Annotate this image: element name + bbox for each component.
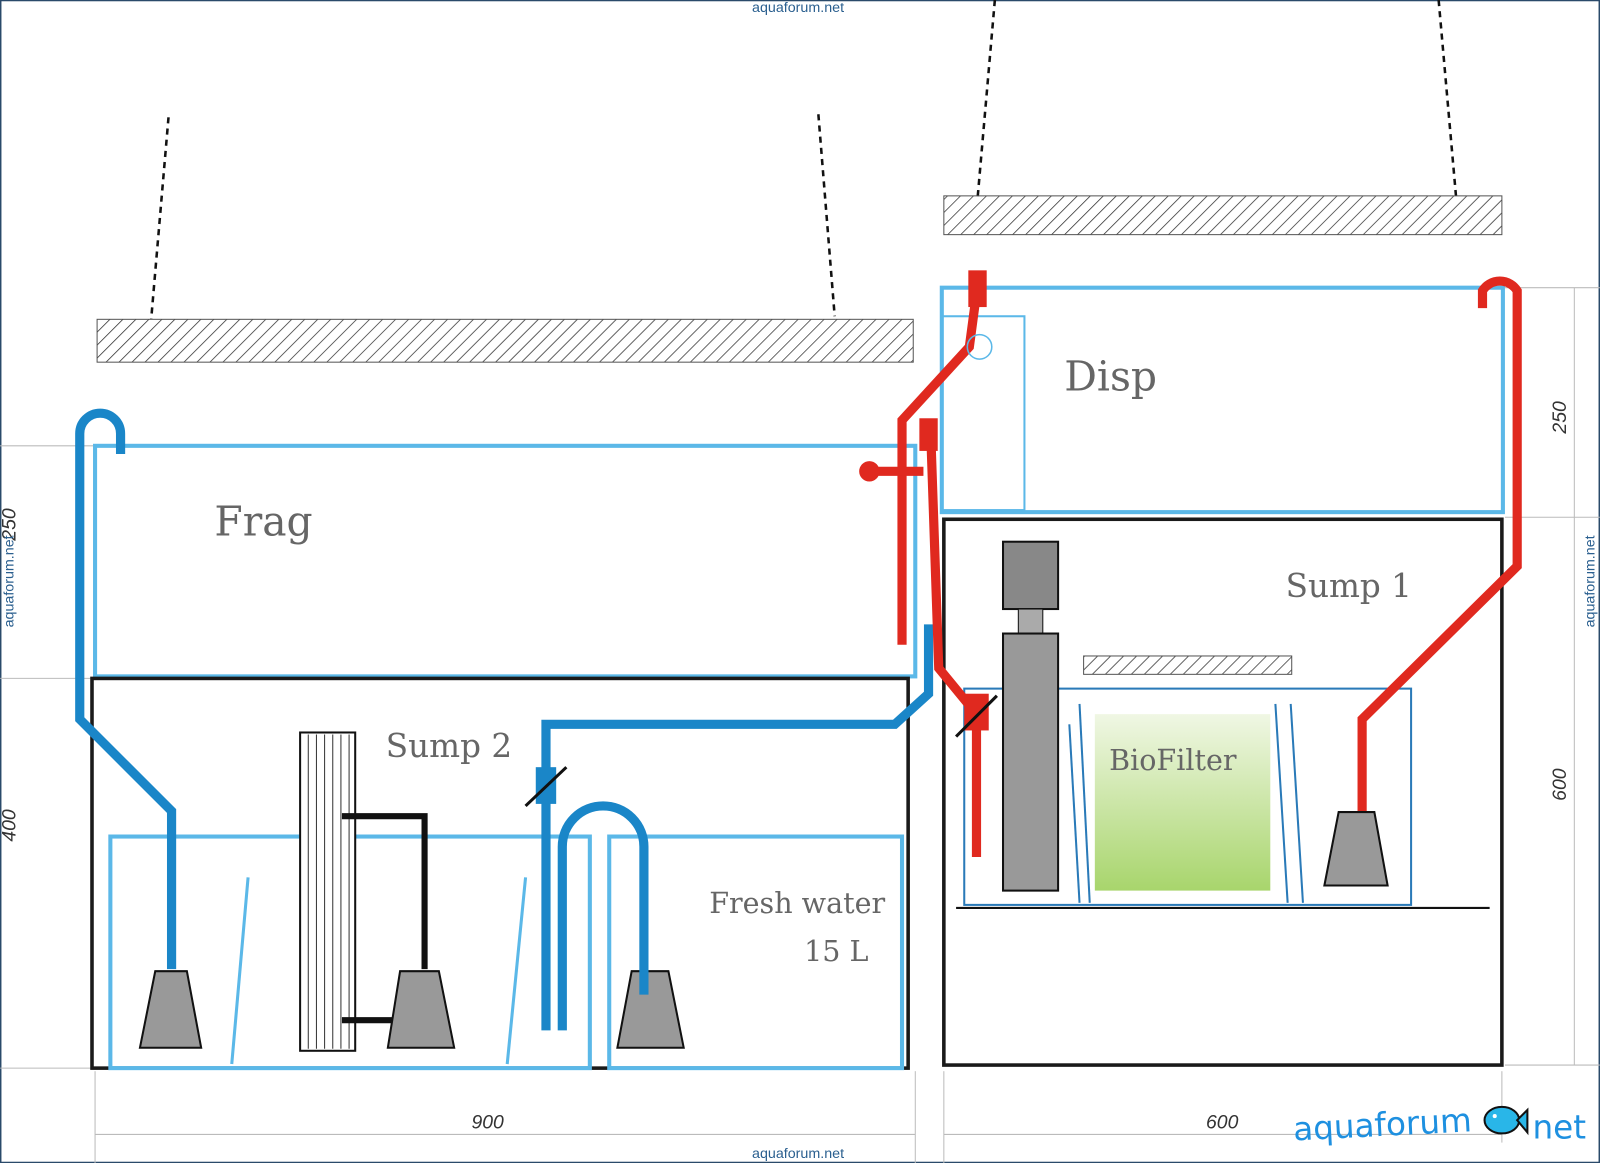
pump-2 <box>386 970 456 1049</box>
dim-height-frag: 250 <box>0 508 20 542</box>
dim-width-right: 600 <box>1206 1111 1239 1133</box>
dim-height-sump2: 400 <box>0 809 20 842</box>
drain-pipes <box>75 408 934 1031</box>
biofilter-chamber <box>963 687 1413 906</box>
label-biofilter: BioFilter <box>1109 743 1237 777</box>
fresh-water-chamber <box>607 834 905 1071</box>
aquaforum-logo: aquaforum net <box>1292 1101 1586 1148</box>
logo-text: aquaforum <box>1292 1101 1472 1148</box>
disp-tank <box>939 285 1505 515</box>
fish-icon <box>1483 1105 1529 1136</box>
hanging-cables <box>149 0 1458 320</box>
label-frag: Frag <box>214 498 312 546</box>
light-fixture-left <box>96 318 914 363</box>
logo-net: net <box>1532 1109 1586 1147</box>
red-nozzle <box>968 270 987 308</box>
label-fresh-water-volume: 15 L <box>804 934 868 968</box>
heat-exchanger <box>299 731 428 1052</box>
dim-height-disp: 250 <box>1549 401 1571 435</box>
biofilter-media <box>1094 714 1271 891</box>
sump-light <box>1083 655 1293 675</box>
label-sump1: Sump 1 <box>1286 567 1412 605</box>
skimmer <box>1001 540 1060 892</box>
label-sump2: Sump 2 <box>386 727 512 765</box>
watermark-right: aquaforum.net <box>1583 535 1599 627</box>
pump-1 <box>138 970 203 1049</box>
light-fixture-right <box>943 195 1503 236</box>
dim-height-sump1: 600 <box>1549 768 1571 801</box>
frag-tank <box>93 443 918 679</box>
watermark-left: aquaforum.net <box>1 535 17 627</box>
baffles <box>230 877 528 1065</box>
dimension-lines <box>0 287 1600 1163</box>
label-fresh-water: Fresh water <box>709 886 885 920</box>
overflow-box <box>940 315 1026 512</box>
biofilter-baffles <box>1068 703 1304 903</box>
watermark-top: aquaforum.net <box>752 0 844 16</box>
pump-4 <box>1323 811 1389 887</box>
watermark-bottom: aquaforum.net <box>752 1146 844 1162</box>
sump1-tank <box>942 517 1504 1067</box>
label-disp: Disp <box>1064 353 1157 401</box>
pumps <box>138 811 1389 1049</box>
pump-3 <box>616 970 685 1049</box>
dim-width-left: 900 <box>472 1111 505 1133</box>
